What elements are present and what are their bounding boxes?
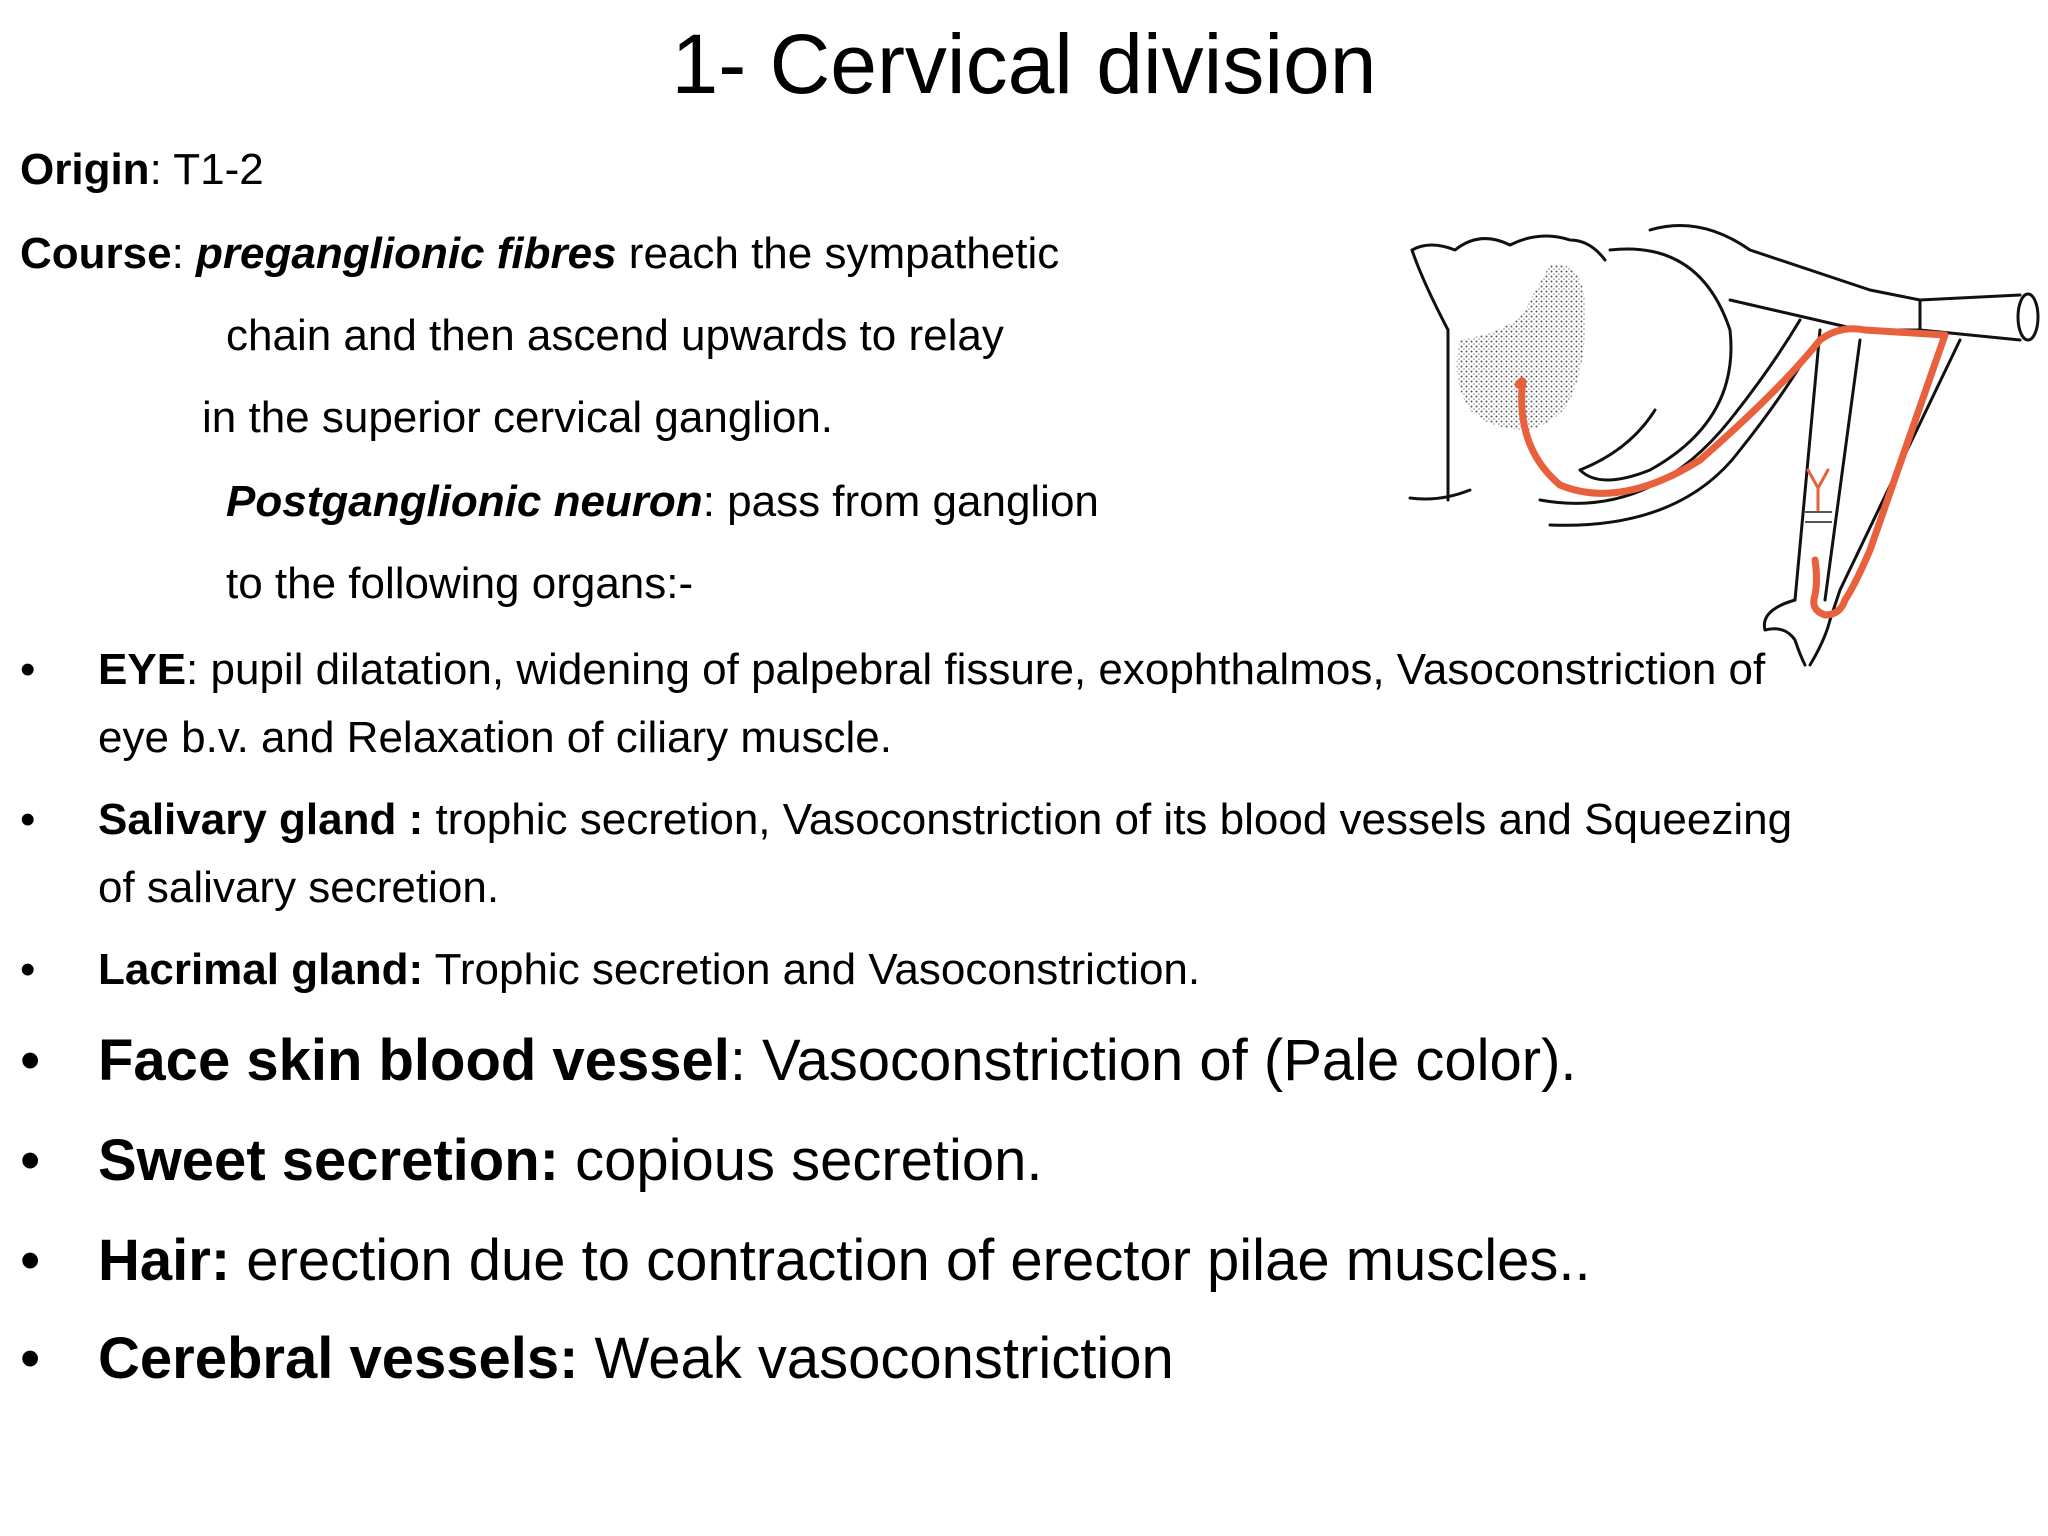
- organ-label: Face skin blood vessel: [98, 1028, 730, 1093]
- bullet: •: [20, 1128, 41, 1193]
- organ-text: copious secretion.: [558, 1128, 1043, 1193]
- organ-item-cerebral: Cerebral vessels: Weak vasoconstriction: [98, 1324, 1798, 1394]
- organ-label: EYE: [98, 645, 187, 694]
- course-sep: :: [171, 229, 197, 278]
- organ-item-face-skin: Face skin blood vessel: Vasoconstriction…: [98, 1026, 1798, 1096]
- organ-label: Hair:: [98, 1228, 231, 1293]
- organ-text: erection due to contraction of erector p…: [230, 1228, 1591, 1293]
- bullet: •: [20, 945, 36, 994]
- organ-label: Lacrimal gland:: [98, 945, 424, 994]
- organ-text: : Vasoconstriction of (Pale color).: [729, 1028, 1577, 1093]
- origin-label: Origin: [20, 145, 150, 194]
- organ-item-eye: EYE: pupil dilatation, widening of palpe…: [98, 636, 1798, 772]
- bullet: •: [20, 645, 36, 694]
- origin-line: Origin: T1-2: [20, 142, 264, 198]
- organ-item-hair: Hair: erection due to contraction of ere…: [98, 1226, 1798, 1296]
- organ-label: Salivary gland :: [98, 795, 424, 844]
- bullet: •: [20, 1228, 41, 1293]
- course-line-1: Course: preganglionic fibres reach the s…: [20, 226, 1059, 282]
- organ-text: Weak vasoconstriction: [578, 1326, 1174, 1391]
- slide-title: 1- Cervical division: [671, 17, 1377, 111]
- preganglionic-term: preganglionic fibres: [196, 229, 617, 278]
- organ-item-salivary: Salivary gland : trophic secretion, Vaso…: [98, 786, 1798, 922]
- bullet: •: [20, 795, 36, 844]
- bullet: •: [20, 1326, 41, 1391]
- course-line-3: in the superior cervical ganglion.: [202, 393, 834, 442]
- organ-text: Trophic secretion and Vasoconstriction.: [423, 945, 1201, 994]
- origin-value: : T1-2: [149, 145, 264, 194]
- course-line-2: chain and then ascend upwards to relay: [226, 311, 1004, 360]
- course-line-4-rest: : pass from ganglion: [702, 477, 1099, 526]
- organ-item-lacrimal: Lacrimal gland: Trophic secretion and Va…: [98, 936, 1798, 1004]
- bullet: •: [20, 1028, 41, 1093]
- organ-label: Sweet secretion:: [98, 1128, 559, 1193]
- organ-text: : pupil dilatation, widening of palpebra…: [98, 645, 1766, 762]
- course-line-5: to the following organs:-: [226, 559, 694, 608]
- organ-label: Cerebral vessels:: [98, 1326, 579, 1391]
- course-label: Course: [20, 229, 172, 278]
- organ-text: trophic secretion, Vasoconstriction of i…: [98, 795, 1793, 912]
- course-line-4: Postganglionic neuron: pass from ganglio…: [226, 474, 1099, 530]
- organ-item-sweat: Sweet secretion: copious secretion.: [98, 1126, 1798, 1196]
- sympathetic-pathway-diagram-icon: [1400, 220, 2048, 670]
- course-line-1-rest: reach the sympathetic: [616, 229, 1060, 278]
- postganglionic-term: Postganglionic neuron: [226, 477, 703, 526]
